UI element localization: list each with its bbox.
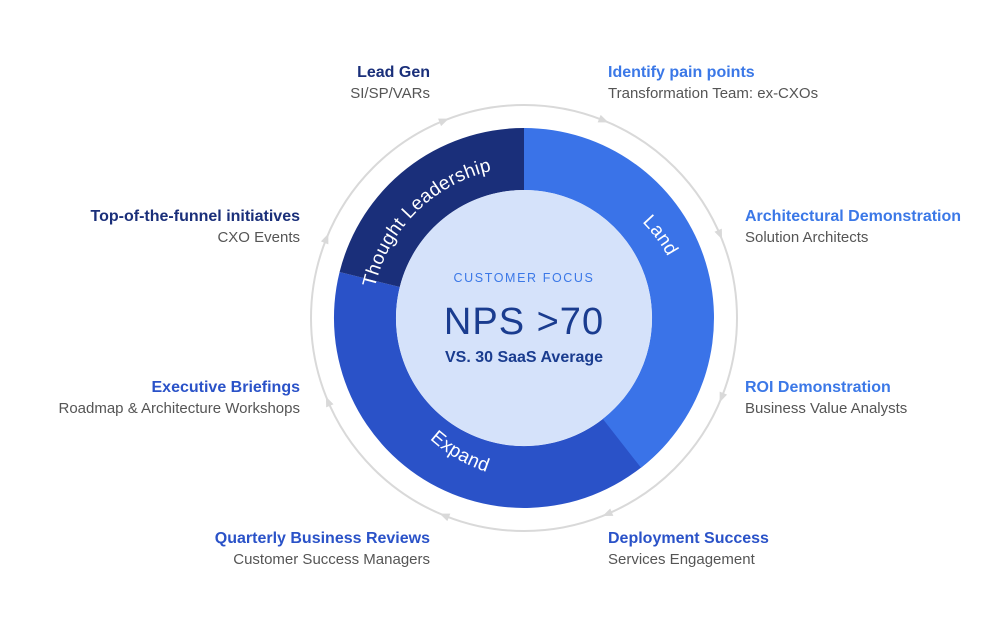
center-kicker: CUSTOMER FOCUS (454, 271, 595, 285)
stage-title: Deployment Success (608, 530, 769, 547)
stage-subtitle: Customer Success Managers (233, 551, 430, 568)
stage-architectural-demonstration: Architectural Demonstration Solution Arc… (745, 207, 961, 249)
stage-quarterly-business-reviews: Quarterly Business Reviews Customer Succ… (215, 529, 430, 571)
stage-subtitle: CXO Events (217, 229, 300, 246)
stage-executive-briefings: Executive Briefings Roadmap & Architectu… (58, 378, 300, 420)
stage-lead-gen: Lead Gen SI/SP/VARs (350, 63, 430, 105)
center-headline: NPS >70 (444, 301, 604, 343)
stage-title: Executive Briefings (151, 379, 301, 396)
cycle-arrow-icon (325, 396, 334, 408)
cycle-arrows (320, 114, 728, 522)
segment-thought-leadership (339, 127, 524, 288)
segment-land (524, 128, 714, 468)
stage-deployment-success: Deployment Success Services Engagement (608, 529, 769, 571)
stage-identify-pain-points: Identify pain points Transformation Team… (608, 63, 818, 105)
stage-title: ROI Demonstration (745, 379, 891, 396)
stage-subtitle: SI/SP/VARs (350, 85, 430, 102)
stage-title: Top-of-the-funnel initiatives (90, 208, 300, 225)
stage-subtitle: Transformation Team: ex-CXOs (608, 85, 819, 102)
center-subline: VS. 30 SaaS Average (445, 349, 603, 366)
stage-title: Identify pain points (608, 64, 755, 81)
stage-title: Architectural Demonstration (745, 208, 962, 225)
stage-subtitle: Solution Architects (745, 229, 869, 246)
stage-roi-demonstration: ROI Demonstration Business Value Analyst… (745, 378, 907, 420)
cycle-arrow-icon (602, 508, 614, 517)
stage-subtitle: Services Engagement (608, 551, 755, 568)
cycle-arrow-icon (438, 118, 449, 127)
cycle-arrow-icon (597, 114, 609, 123)
outer-cycle-ring (310, 104, 738, 532)
stage-top-of-the-funnel: Top-of-the-funnel initiatives CXO Events (91, 207, 300, 249)
stage-title: Quarterly Business Reviews (214, 530, 430, 547)
center-disc (396, 190, 652, 446)
segment-expand (333, 272, 670, 508)
cycle-arrow-icon (714, 228, 723, 240)
stage-subtitle: Roadmap & Architecture Workshops (58, 400, 300, 417)
cycle-arrow-icon (719, 391, 728, 403)
cycle-arrow-icon (320, 233, 329, 245)
stage-subtitle: Business Value Analysts (745, 400, 908, 417)
cycle-arrow-icon (439, 513, 451, 522)
stage-title: Lead Gen (357, 64, 430, 81)
